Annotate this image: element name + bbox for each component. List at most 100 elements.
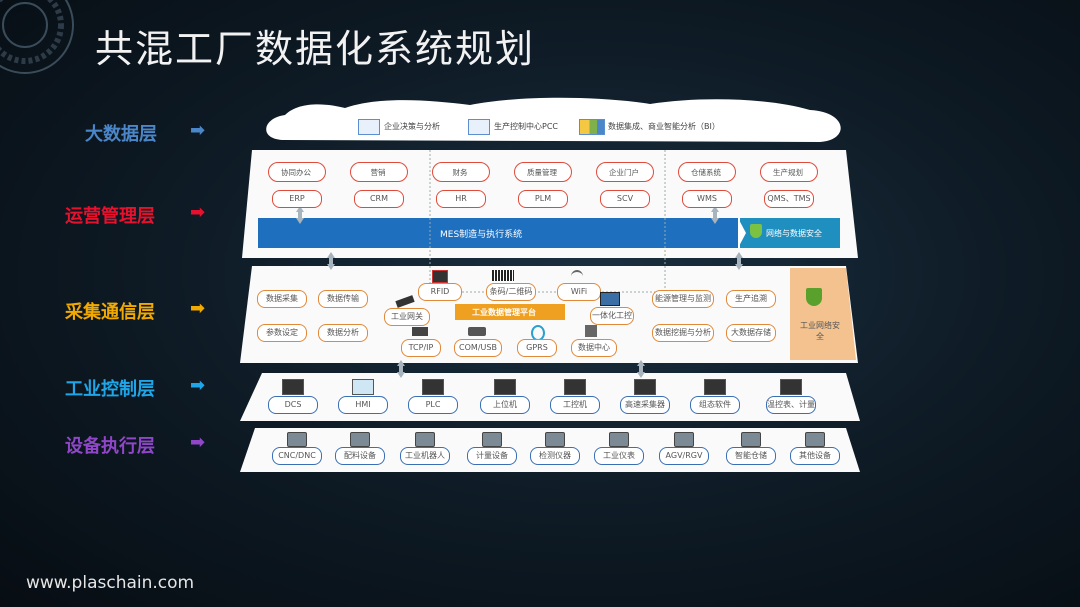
system-pill: WMS <box>682 190 732 208</box>
arrow-icon: ➡ <box>190 202 206 223</box>
platform-label: 工业数据管理平台 <box>472 308 536 317</box>
cloud-icon <box>350 162 408 182</box>
system-pill: QMS、TMS <box>764 190 814 208</box>
collection-pill: 数据采集 <box>257 290 307 308</box>
collection-pill: 大数据存储 <box>726 324 776 342</box>
device-pill: GPRS <box>517 339 557 357</box>
cloud-icon <box>760 162 818 182</box>
control-pill: 上位机 <box>480 396 530 414</box>
security-collection-label: 工业网络安全 <box>800 321 840 341</box>
collection-pill: 参数设定 <box>257 324 307 342</box>
equipment-icon <box>482 432 502 447</box>
arrow-icon: ➡ <box>190 375 206 396</box>
operations-cloud-label: 质量管理 <box>527 168 557 177</box>
operations-cloud-label: 生产规划 <box>773 168 803 177</box>
arrow-icon: ➡ <box>190 120 206 141</box>
website-footer: www.plaschain.com <box>26 573 195 593</box>
cloud-icon <box>514 162 572 182</box>
layer-label-bigdata: 大数据层 <box>85 124 157 145</box>
control-device-icon <box>564 379 586 395</box>
collection-pill: 数据传输 <box>318 290 368 308</box>
cloud-icon <box>268 162 326 182</box>
control-device-icon <box>282 379 304 395</box>
decorative-circle-icon <box>0 0 74 74</box>
system-pill: SCV <box>600 190 650 208</box>
device-pill: RFID <box>418 283 462 301</box>
device-pill: 数据中心 <box>571 339 617 357</box>
equipment-pill: AGV/RGV <box>659 447 709 465</box>
control-center-icon <box>468 119 490 135</box>
bi-chart-icon <box>579 119 605 135</box>
equipment-pill: 智能仓储 <box>726 447 776 465</box>
equipment-icon <box>741 432 761 447</box>
equipment-pill: 工业机器人 <box>400 447 450 465</box>
arrow-icon: ➡ <box>190 298 206 319</box>
control-device-icon <box>704 379 726 395</box>
device-pill: TCP/IP <box>401 339 441 357</box>
bigdata-cloud <box>266 97 841 142</box>
equipment-pill: 配料设备 <box>335 447 385 465</box>
page-title: 共混工厂数据化系统规划 <box>95 27 536 71</box>
control-pill: 组态软件 <box>690 396 740 414</box>
mes-bar <box>258 218 738 248</box>
operations-cloud-label: 财务 <box>452 168 468 177</box>
equipment-pill: 检测仪器 <box>530 447 580 465</box>
bigdata-item: 数据集成、商业智能分析（BI） <box>608 122 720 131</box>
device-pill: COM/USB <box>454 339 502 357</box>
equipment-pill: CNC/DNC <box>272 447 322 465</box>
platform-bar <box>455 304 565 320</box>
decision-icon <box>358 119 380 135</box>
equipment-icon <box>674 432 694 447</box>
system-pill: ERP <box>272 190 322 208</box>
layer-label-equipment: 设备执行层 <box>65 436 155 457</box>
equipment-icon <box>609 432 629 447</box>
mes-bar-label: MES制造与执行系统 <box>440 230 523 240</box>
operations-cloud-label: 营销 <box>370 168 386 177</box>
collection-pill: 能源管理与监测 <box>652 290 714 308</box>
layer-label-control: 工业控制层 <box>65 379 155 400</box>
cloud-icon <box>596 162 654 182</box>
control-device-icon <box>780 379 802 395</box>
collection-pill: 数据挖掘与分析 <box>652 324 714 342</box>
layer-label-operations: 运营管理层 <box>65 206 155 227</box>
control-device-icon <box>422 379 444 395</box>
shield-icon <box>806 288 822 306</box>
bigdata-item: 生产控制中心PCC <box>494 122 558 131</box>
control-pill: 高速采集器 <box>620 396 670 414</box>
device-pill: 工业网关 <box>384 308 430 326</box>
control-pill: PLC <box>408 396 458 414</box>
operations-cloud-label: 协同办公 <box>281 168 311 177</box>
equipment-pill: 工业仪表 <box>594 447 644 465</box>
control-device-icon <box>494 379 516 395</box>
rfid-icon <box>432 270 448 283</box>
serial-port-icon <box>468 327 486 336</box>
data-center-icon <box>585 325 597 337</box>
operations-cloud-label: 仓储系统 <box>691 168 721 177</box>
equipment-icon <box>545 432 565 447</box>
barcode-icon <box>492 270 514 281</box>
control-pill: 工控机 <box>550 396 600 414</box>
device-pill: 条码/二维码 <box>486 283 536 301</box>
tablet-icon <box>600 292 620 306</box>
system-pill: HR <box>436 190 486 208</box>
control-device-icon <box>634 379 656 395</box>
security-collection-block <box>790 268 856 360</box>
equipment-icon <box>805 432 825 447</box>
control-platform <box>240 373 860 421</box>
control-pill: DCS <box>268 396 318 414</box>
device-pill: WiFi <box>557 283 601 301</box>
equipment-icon <box>350 432 370 447</box>
control-pill: HMI <box>338 396 388 414</box>
layer-label-collection: 采集通信层 <box>65 302 155 323</box>
operations-cloud-label: 企业门户 <box>609 168 639 177</box>
system-pill: PLM <box>518 190 568 208</box>
device-pill: 一体化工控 <box>590 307 634 325</box>
equipment-pill: 其他设备 <box>790 447 840 465</box>
equipment-icon <box>287 432 307 447</box>
cloud-icon <box>678 162 736 182</box>
system-pill: CRM <box>354 190 404 208</box>
equipment-icon <box>415 432 435 447</box>
wifi-icon <box>571 270 583 283</box>
security-ops-label: 网络与数据安全 <box>766 229 822 238</box>
